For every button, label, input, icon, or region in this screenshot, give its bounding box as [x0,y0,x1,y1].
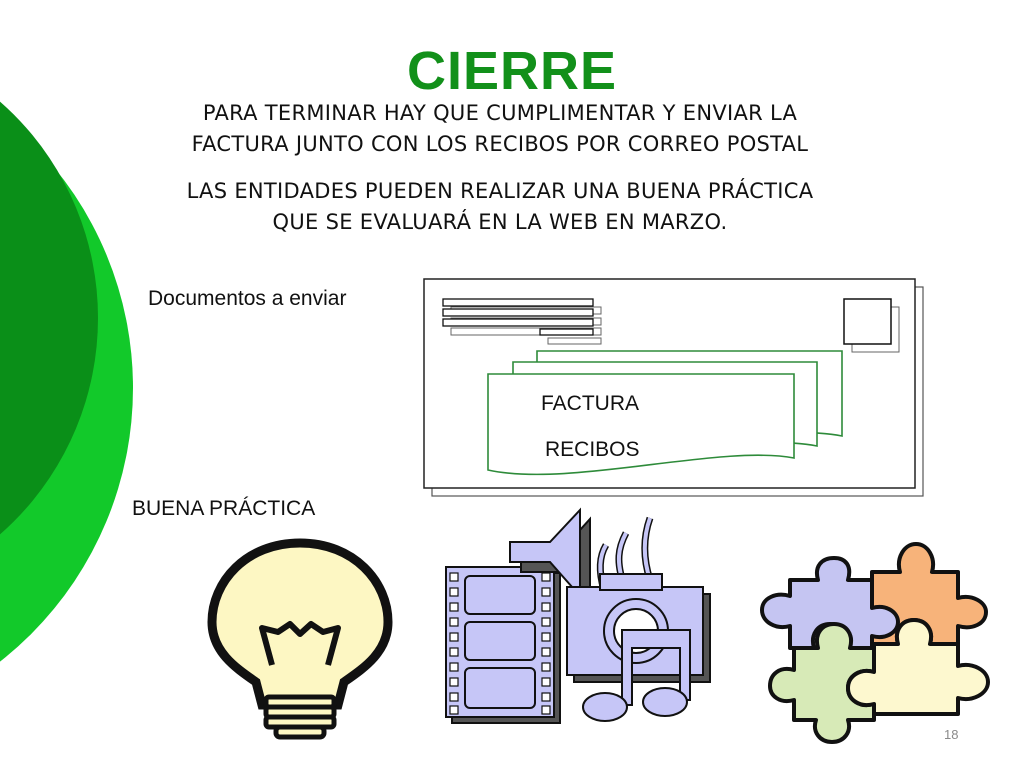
decorative-circles [0,101,133,662]
document-factura: FACTURA [541,392,640,415]
good-practice-line-2: QUE SE EVALUARÁ EN LA WEB EN MARZO. [272,210,728,234]
slide-title: CIERRE [406,41,618,101]
good-practice-label: BUENA PRÁCTICA [132,497,316,520]
instruction-line-1: PARA TERMINAR HAY QUE CUMPLIMENTAR Y ENV… [202,101,798,125]
page-number: 18 [944,727,959,742]
good-practice-line-1: LAS ENTIDADES PUEDEN REALIZAR UNA BUENA … [186,179,814,203]
instruction-line-2: FACTURA JUNTO CON LOS RECIBOS POR CORREO… [191,132,809,156]
good-practice-paragraph: LAS ENTIDADES PUEDEN REALIZAR UNA BUENA … [100,176,900,238]
document-recibos: RECIBOS [545,438,640,461]
instruction-paragraph: PARA TERMINAR HAY QUE CUMPLIMENTAR Y ENV… [100,98,900,160]
dark-green-circle [0,101,98,535]
documents-label: Documentos a enviar [148,287,347,310]
